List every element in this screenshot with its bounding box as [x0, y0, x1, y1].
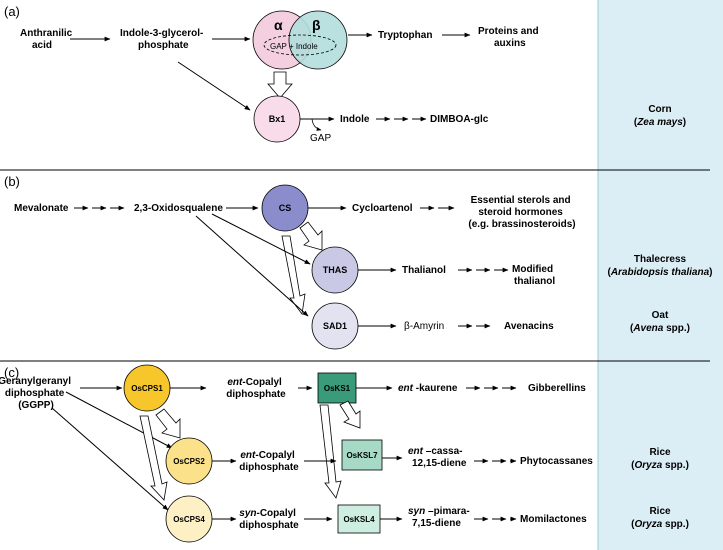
hollow-arrow	[319, 404, 342, 499]
tryptophan-label: Tryptophan	[378, 30, 432, 41]
corn-label: Corn	[648, 104, 671, 115]
rice-label-1: Rice	[649, 447, 671, 458]
osksl7-node	[341, 439, 383, 471]
syn-pimaradiene-label: syn –pimara- 7,15-diene	[408, 506, 472, 529]
beta-label: β	[312, 17, 321, 33]
ent-copalyl-2-label: ent-Copalyl diphosphate	[239, 450, 299, 473]
panel-label-c: (c)	[4, 365, 19, 380]
osksl4-node	[337, 504, 381, 534]
indole-label: Indole	[340, 114, 370, 125]
mevalonate-label: Mevalonate	[14, 203, 69, 214]
proteins-auxins-label: Proteins and auxins	[478, 26, 541, 49]
oxidosqualene-label: 2,3-Oxidosqualene	[134, 203, 223, 214]
gap-indole-tunnel	[263, 34, 337, 56]
sterols-label: Essential sterols and steroid hormones (…	[468, 195, 575, 230]
osks1-label: OsKS1	[324, 384, 351, 393]
anthranilic-acid-label: Anthranilic acid	[20, 28, 75, 51]
oscps4-label: OsCPS4	[173, 515, 205, 524]
rice-label-2: Rice	[649, 506, 671, 517]
panel-label-a: (a)	[4, 4, 20, 19]
oryza-label-1: (Oryza spp.)	[631, 460, 689, 471]
indole-3-glycerol-phosphate-label: Indole-3-glycerol- phosphate	[120, 28, 206, 51]
beta-amyrin-label: β-Amyrin	[404, 321, 444, 332]
hollow-arrow	[139, 415, 168, 501]
alpha-label: α	[274, 17, 283, 33]
thalecress-label: Thalecress	[634, 254, 687, 265]
gibberellins-label: Gibberellins	[528, 383, 586, 394]
hollow-arrow	[299, 221, 323, 251]
osksl4-label: OsKSL4	[343, 515, 375, 524]
hollow-arrow	[155, 408, 181, 439]
zea-mays-label: (Zea mays)	[634, 117, 686, 128]
arabidopsis-label: (Arabidopsis thaliana)	[607, 267, 712, 278]
osks1-node	[317, 372, 357, 404]
hollow-arrow	[339, 400, 361, 429]
ent-kaurene-label: ent -kaurene	[398, 383, 458, 394]
cycloartenol-label: Cycloartenol	[352, 203, 413, 214]
oscps2-label: OsCPS2	[173, 457, 205, 466]
thalianol-label: Thalianol	[402, 265, 446, 276]
oscps1-label: OsCPS1	[131, 384, 163, 393]
avenacins-label: Avenacins	[504, 321, 554, 332]
syn-copalyl-label: syn-Copalyl diphosphate	[239, 508, 299, 531]
gap-label: GAP	[310, 133, 331, 144]
panel-label-b: (b)	[4, 174, 20, 189]
hollow-arrow	[281, 235, 306, 316]
bx1-label: Bx1	[269, 114, 286, 124]
ent-copalyl-1-label: ent-Copalyl diphosphate	[226, 377, 286, 400]
modified-thalianol-label: Modified thalianol	[512, 264, 556, 287]
ggpp-label: Geranylgeranyl diphosphate (GGPP)	[0, 376, 74, 411]
ent-cassadiene-label: ent –cassa- 12,15-diene	[408, 446, 467, 469]
cs-label: CS	[279, 203, 292, 213]
beta-subunit	[288, 10, 348, 70]
phytocassanes-label: Phytocassanes	[520, 456, 593, 467]
avena-label: (Avena spp.)	[630, 323, 690, 334]
dimboa-glc-label: DIMBOA-glc	[430, 114, 489, 125]
thas-label: THAS	[323, 265, 348, 275]
hollow-arrow	[267, 71, 293, 99]
osksl7-label: OsKSL7	[346, 451, 378, 460]
momilactones-label: Momilactones	[520, 514, 587, 525]
gap-indole-label: GAP + Indole	[270, 42, 318, 51]
species-column	[598, 0, 723, 550]
oryza-label-2: (Oryza spp.)	[631, 519, 689, 530]
oat-label: Oat	[652, 310, 669, 321]
sad1-label: SAD1	[323, 321, 347, 331]
